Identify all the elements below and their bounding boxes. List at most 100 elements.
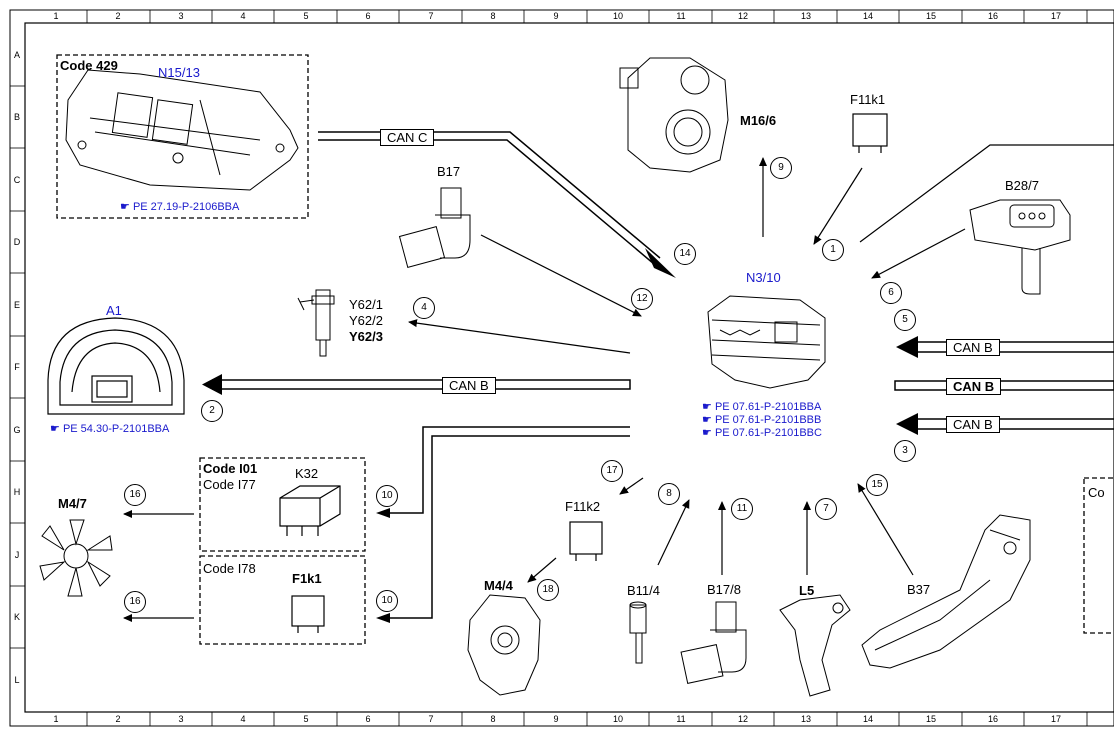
ruler-col-10-bottom: 10 [612, 714, 623, 724]
ruler-col-4: 4 [240, 11, 246, 21]
ruler-col-15-bottom: 15 [925, 714, 936, 724]
k32-device [279, 485, 341, 536]
ruler-col-3: 3 [178, 11, 184, 21]
n15-13-box [56, 54, 309, 219]
can-b-right-2-label: CAN B [946, 378, 1002, 395]
can-b-right-1-label: CAN B [946, 339, 1000, 356]
callout-6: 6 [880, 282, 902, 304]
m4-4-device [467, 594, 541, 696]
f1k1-device [291, 595, 325, 633]
callout-16-b: 16 [124, 591, 146, 613]
m4-4-label: M4/4 [484, 578, 513, 593]
hand-icon: ☛ [702, 414, 712, 426]
ruler-row-g: G [13, 425, 21, 435]
ruler-col-11-bottom: 11 [676, 714, 686, 724]
a1-device [47, 317, 185, 415]
ruler-col-7-bottom: 7 [428, 714, 434, 724]
m16-6-device [619, 57, 729, 173]
m16-6-label: M16/6 [740, 113, 777, 128]
y62-device [297, 289, 335, 357]
right-box [1083, 477, 1114, 634]
callout-11: 11 [731, 498, 753, 520]
ruler-col-5: 5 [303, 11, 309, 21]
f1k1-label: F1k1 [292, 571, 322, 586]
ruler-col-12: 12 [737, 11, 748, 21]
ruler-col-16-bottom: 16 [987, 714, 998, 724]
callout-2: 2 [201, 400, 223, 422]
ruler-row-k: K [13, 612, 20, 622]
ruler-row-l: L [14, 675, 20, 685]
can-c-label: CAN C [380, 129, 435, 146]
ruler-col-1-bottom: 1 [53, 714, 59, 724]
callout-8: 8 [658, 483, 680, 505]
callout-10-a: 10 [376, 485, 398, 507]
n3-10-ref-3-text: PE 07.61-P-2101BBC [714, 427, 822, 439]
callout-7: 7 [815, 498, 837, 520]
ruler-col-14: 14 [862, 11, 873, 21]
ruler-row-d: D [13, 237, 21, 247]
callout-12: 12 [631, 288, 653, 310]
k32-code-1: Code I01 [203, 461, 258, 476]
callout-10-b: 10 [376, 590, 398, 612]
hand-icon: ☛ [50, 423, 60, 435]
ruler-col-17: 17 [1050, 11, 1061, 21]
a1-ref-text: PE 54.30-P-2101BBA [62, 423, 170, 435]
n3-10-ref-3: ☛ PE 07.61-P-2101BBC [702, 426, 822, 441]
b28-7-device [969, 199, 1071, 295]
f11k2-label: F11k2 [565, 499, 601, 514]
n3-10-ref-1: ☛ PE 07.61-P-2101BBA [702, 400, 821, 415]
n15-13-device [65, 69, 299, 191]
callout-9: 9 [770, 157, 792, 179]
m4-7-device [39, 519, 113, 597]
m4-7-label: M4/7 [58, 496, 87, 511]
ruler-row-e: E [13, 300, 20, 310]
k32-box [199, 457, 366, 552]
ruler-col-16: 16 [987, 11, 998, 21]
ruler-row-j: J [14, 550, 20, 560]
ruler-col-6-bottom: 6 [365, 714, 371, 724]
y62-1-label: Y62/1 [349, 297, 383, 312]
n15-13-label: N15/13 [158, 65, 200, 80]
f11k2-device [569, 521, 603, 561]
callout-4: 4 [413, 297, 435, 319]
ruler-col-9-bottom: 9 [553, 714, 559, 724]
callout-18: 18 [537, 579, 559, 601]
f1k1-code: Code I78 [203, 561, 256, 576]
ruler-col-11: 11 [676, 11, 686, 21]
hand-icon: ☛ [120, 201, 130, 213]
b17-8-device [680, 601, 747, 684]
ruler-col-5-bottom: 5 [303, 714, 309, 724]
callout-15: 15 [866, 474, 888, 496]
n3-10-ref-2-text: PE 07.61-P-2101BBB [714, 414, 822, 426]
callout-5: 5 [894, 309, 916, 331]
ruler-col-2: 2 [115, 11, 121, 21]
l5-label: L5 [799, 583, 815, 598]
b37-label: B37 [907, 582, 931, 597]
b11-4-label: B11/4 [627, 583, 661, 598]
ruler-ticks [10, 10, 1088, 726]
b37-device [861, 514, 1031, 669]
ruler-col-15: 15 [925, 11, 936, 21]
f11k1-label: F11k1 [850, 92, 886, 107]
b17-label: B17 [437, 164, 461, 179]
hand-icon: ☛ [702, 401, 712, 413]
can-b-right [894, 341, 1114, 430]
ruler-col-13: 13 [800, 11, 811, 21]
ruler-row-h: H [13, 487, 21, 497]
callout-16-a: 16 [124, 484, 146, 506]
n3-10-label: N3/10 [746, 270, 781, 285]
n15-13-ref-text: PE 27.19-P-2106BBA [132, 201, 240, 213]
a1-ref: ☛ PE 54.30-P-2101BBA [50, 422, 169, 437]
n3-10-ref-2: ☛ PE 07.61-P-2101BBB [702, 413, 821, 428]
n3-10-ref-1-text: PE 07.61-P-2101BBA [714, 401, 822, 413]
b28-7-label: B28/7 [1005, 178, 1039, 193]
n15-13-ref: ☛ PE 27.19-P-2106BBA [120, 200, 239, 215]
ruler-col-3-bottom: 3 [178, 714, 184, 724]
a1-label: A1 [106, 303, 122, 318]
k32-label: K32 [295, 466, 319, 481]
ruler-col-14-bottom: 14 [862, 714, 873, 724]
hand-icon: ☛ [702, 427, 712, 439]
ruler-col-2-bottom: 2 [115, 714, 121, 724]
ruler-row-b: B [13, 112, 20, 122]
